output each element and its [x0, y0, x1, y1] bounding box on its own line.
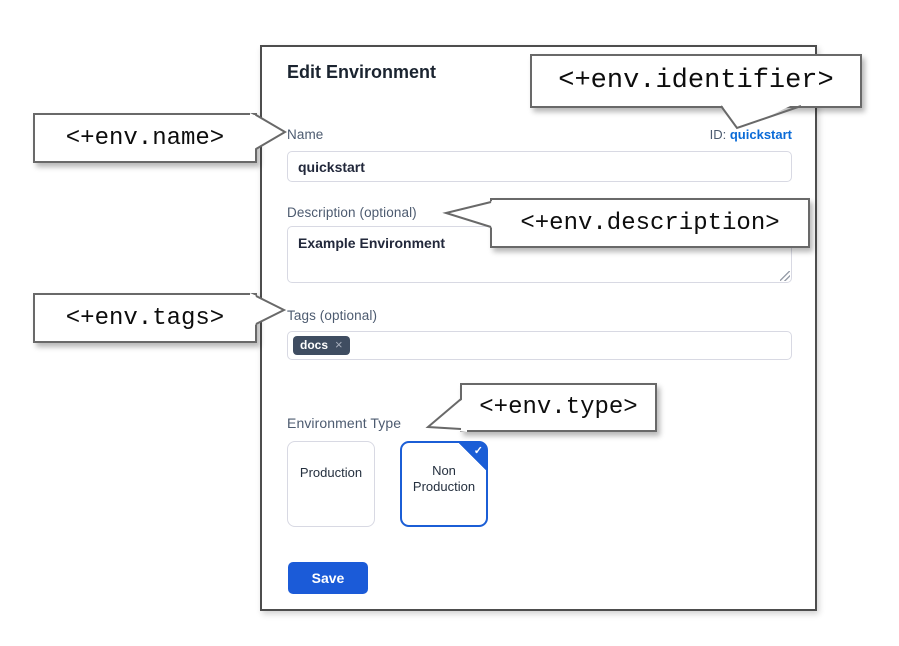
check-icon: ✓ — [473, 445, 483, 457]
name-input[interactable] — [287, 151, 792, 182]
id-value-link[interactable]: quickstart — [729, 127, 792, 142]
callout-env-identifier: <+env.identifier> — [530, 54, 862, 108]
save-button[interactable]: Save — [288, 562, 368, 594]
tag-chip-label: docs — [300, 338, 329, 352]
tag-remove-icon[interactable]: × — [335, 337, 343, 352]
environment-id-row: ID: quickstart — [710, 127, 792, 142]
name-label: Name — [287, 127, 324, 142]
selected-corner-badge — [458, 442, 487, 471]
page-title: Edit Environment — [287, 62, 437, 82]
id-label: ID: — [709, 127, 727, 142]
environment-type-label: Environment Type — [287, 415, 402, 431]
tags-label: Tags (optional) — [287, 308, 378, 323]
callout-env-description: <+env.description> — [490, 198, 810, 248]
callout-env-tags: <+env.tags> — [33, 293, 257, 343]
env-type-option-non-production[interactable]: Non Production ✓ — [400, 441, 488, 527]
description-label: Description (optional) — [287, 205, 417, 220]
callout-env-type: <+env.type> — [460, 383, 657, 432]
env-type-option-label: Production — [299, 465, 363, 480]
env-type-option-label: Non Production — [412, 463, 476, 494]
env-type-option-production[interactable]: Production — [287, 441, 375, 527]
textarea-resize-handle-icon[interactable] — [780, 271, 790, 281]
tags-input[interactable]: docs × — [287, 331, 792, 360]
edit-environment-dialog: Edit Environment Name ID: quickstart Des… — [260, 45, 817, 611]
tag-chip-docs[interactable]: docs × — [293, 336, 350, 355]
callout-env-name: <+env.name> — [33, 113, 257, 163]
